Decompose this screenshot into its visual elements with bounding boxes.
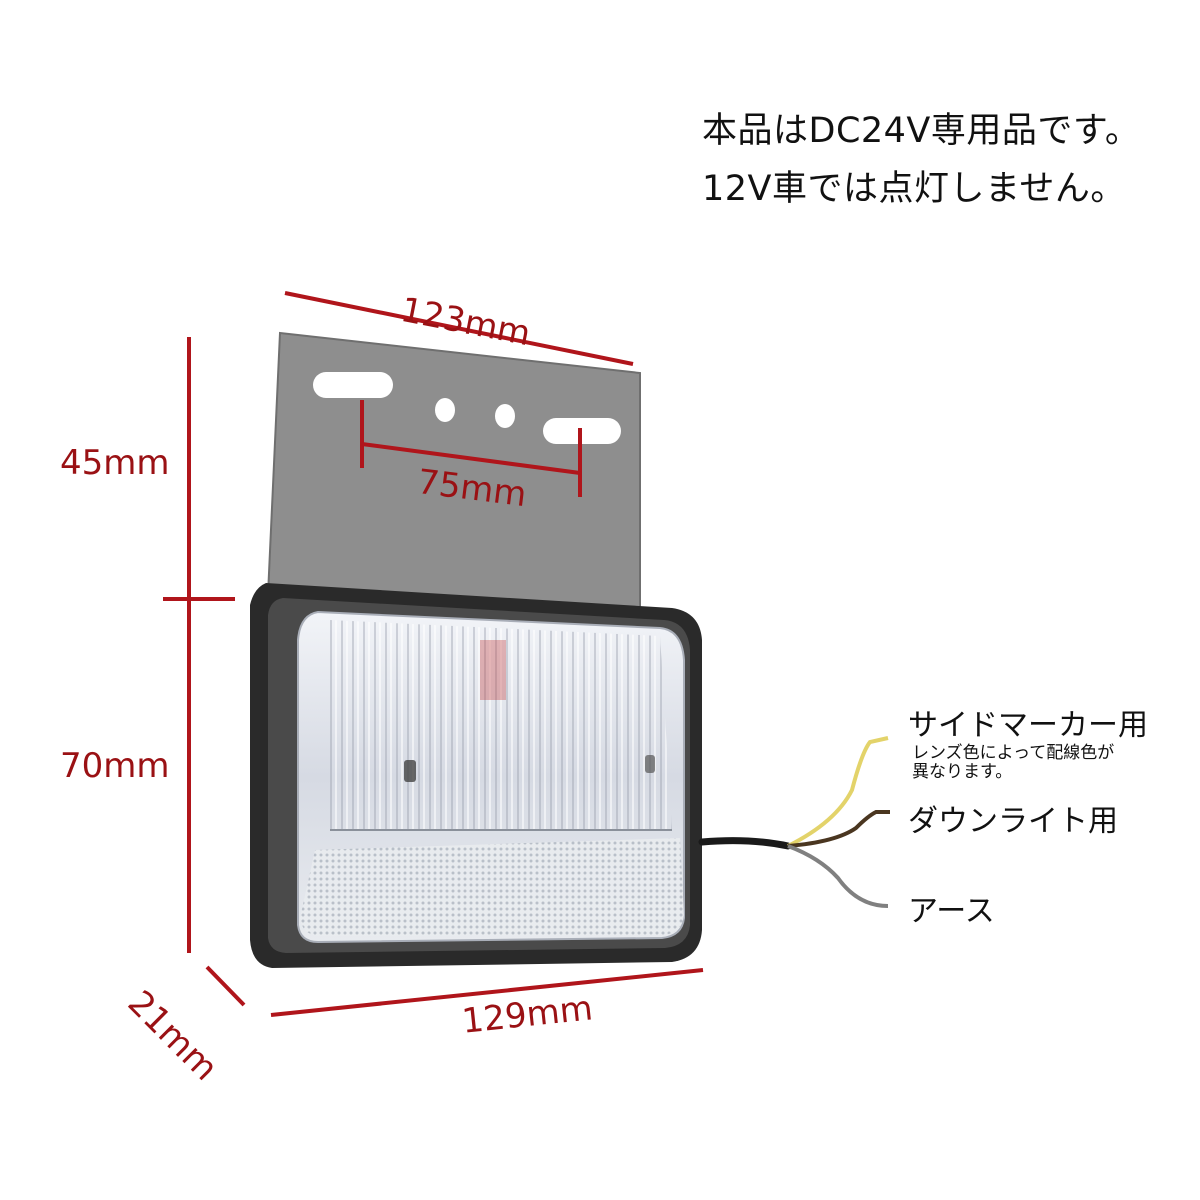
dim-line-75 bbox=[361, 442, 581, 475]
notice-line-1: 本品はDC24V専用品です。 bbox=[702, 111, 1141, 151]
notice-line-2: 12V車では点灯しません。 bbox=[702, 169, 1126, 209]
round-hole-right bbox=[495, 404, 515, 428]
slot-hole-left bbox=[313, 372, 393, 398]
dim-line-123 bbox=[284, 291, 634, 366]
wire-yellow bbox=[787, 736, 889, 848]
dimension-lines bbox=[163, 291, 704, 1017]
wires bbox=[698, 736, 890, 908]
voltage-notice: 本品はDC24V専用品です。 12V車では点灯しません。 bbox=[702, 102, 1140, 218]
dim-label-45: 45mm bbox=[60, 443, 170, 483]
reflector bbox=[300, 838, 684, 936]
wire-note-line-2: 異なります。 bbox=[912, 762, 1013, 782]
dim-line-21 bbox=[205, 965, 246, 1007]
wire-brown bbox=[787, 810, 890, 848]
led-chip bbox=[404, 760, 416, 782]
dim-line-129 bbox=[270, 968, 704, 1017]
wire-label-side-marker: サイドマーカー用 bbox=[908, 708, 1148, 743]
dim-label-70: 70mm bbox=[60, 746, 170, 786]
round-hole-left bbox=[435, 398, 455, 422]
wire-label-downlight: ダウンライト用 bbox=[908, 804, 1118, 839]
wire-label-ground: アース bbox=[908, 894, 995, 929]
wire-gray bbox=[787, 844, 889, 908]
wire-note-line-1: レンズ色によって配線色が bbox=[912, 743, 1115, 763]
cable-sheath bbox=[698, 837, 792, 850]
lamp-body bbox=[250, 583, 702, 968]
wire-note: レンズ色によって配線色が 異なります。 bbox=[912, 744, 1114, 782]
